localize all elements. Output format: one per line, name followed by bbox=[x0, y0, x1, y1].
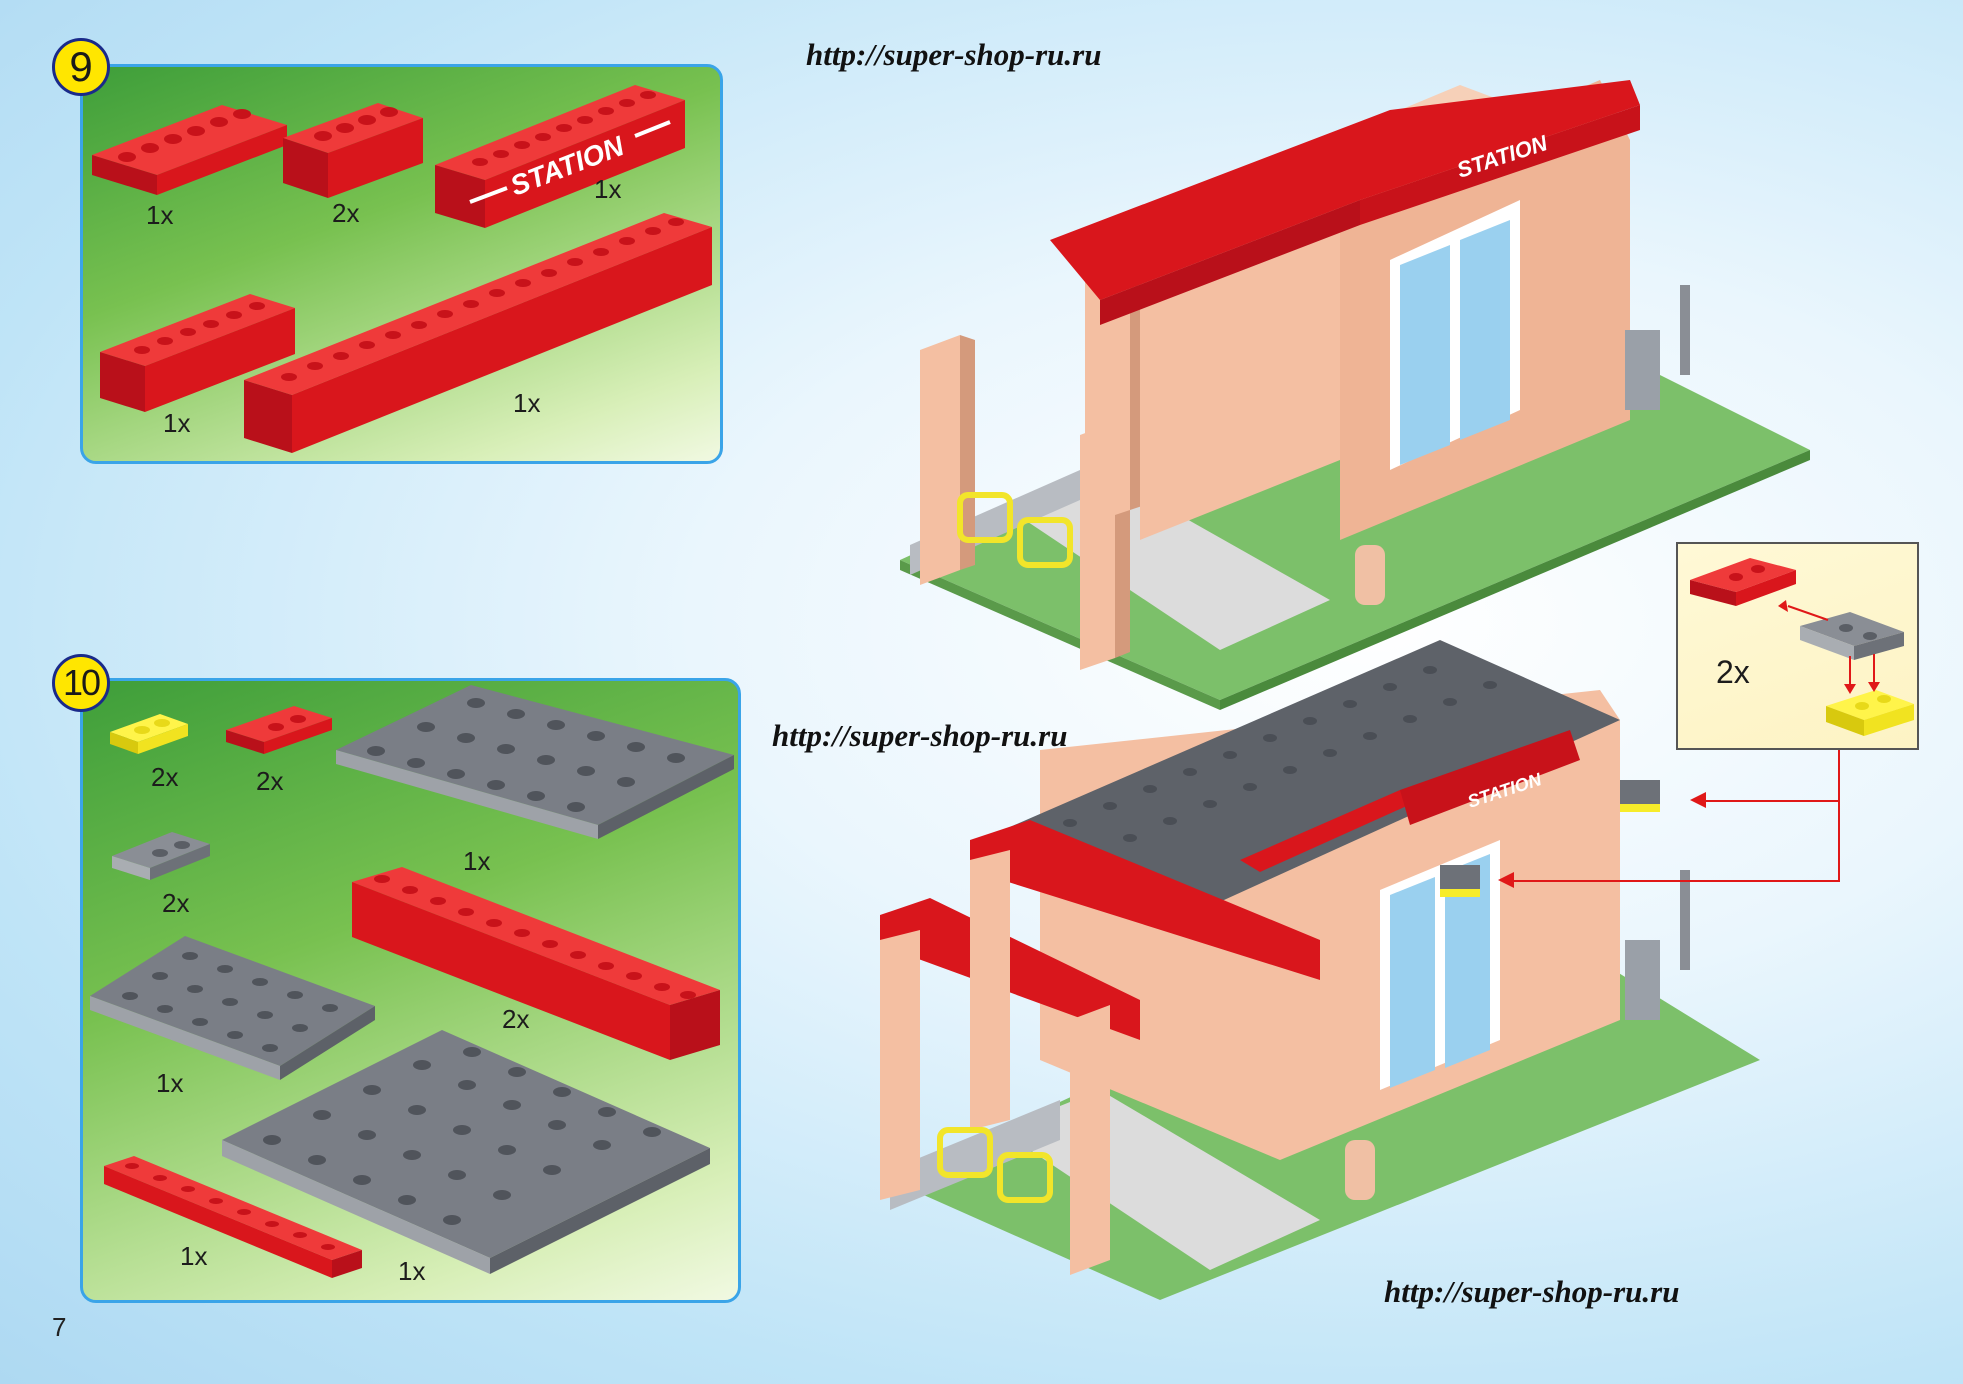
watermark-url: http://super-shop-ru.ru bbox=[806, 37, 1102, 72]
qty-label: 1x bbox=[463, 846, 491, 876]
qty-label: 2x bbox=[332, 198, 360, 228]
red-brick-1x6-lower bbox=[100, 294, 295, 412]
qty-label: 1x bbox=[594, 174, 622, 204]
step-number-badge-10: 10 bbox=[52, 654, 110, 712]
qty-label: 1x bbox=[513, 388, 541, 418]
gray-hinge-plate-1x2 bbox=[112, 832, 210, 880]
qty-label: 1x bbox=[398, 1256, 426, 1286]
qty-label: 2x bbox=[151, 762, 179, 792]
red-brick-1x6 bbox=[92, 105, 287, 195]
hinge-assembly-inset: 2x bbox=[1676, 542, 1919, 750]
qty-label: 2x bbox=[162, 888, 190, 918]
callout-arrow-line bbox=[1510, 880, 1840, 882]
watermark-url: http://super-shop-ru.ru bbox=[1384, 1274, 1680, 1309]
inset-assembly-arrows bbox=[1778, 600, 1880, 694]
callout-arrowhead bbox=[1498, 872, 1514, 888]
watermark-url: http://super-shop-ru.ru bbox=[772, 718, 1068, 753]
inset-red-hinge-plate bbox=[1690, 558, 1796, 606]
red-brick-1x16 bbox=[244, 213, 712, 453]
station-model-step-10: STATION bbox=[880, 640, 1760, 1300]
step-number-badge-9: 9 bbox=[52, 38, 110, 96]
qty-label: 1x bbox=[163, 408, 191, 438]
page-number: 7 bbox=[52, 1312, 67, 1342]
qty-label: 2x bbox=[256, 766, 284, 796]
callout-arrow-line bbox=[1838, 750, 1840, 880]
inset-qty-label: 2x bbox=[1716, 654, 1750, 690]
gray-plate-6x8 bbox=[90, 936, 375, 1080]
red-brick-1x12 bbox=[352, 867, 720, 1060]
red-hinge-plate-1x2 bbox=[226, 706, 332, 754]
yellow-plate-1x2 bbox=[110, 714, 188, 754]
qty-label: 2x bbox=[502, 1004, 530, 1034]
gray-plate-10x10 bbox=[222, 1030, 710, 1274]
callout-arrowhead bbox=[1690, 792, 1706, 808]
station-model-step-9: STATION bbox=[900, 80, 1810, 710]
inset-gray-hinge-plate bbox=[1800, 612, 1904, 660]
red-brick-1x4 bbox=[283, 103, 423, 198]
red-plate-1x8 bbox=[104, 1156, 362, 1278]
red-station-sign-brick: STATION bbox=[435, 85, 685, 228]
callout-arrow-line bbox=[1700, 800, 1840, 802]
qty-label: 1x bbox=[146, 200, 174, 230]
qty-label: 1x bbox=[156, 1068, 184, 1098]
gray-plate-large bbox=[336, 685, 734, 839]
inset-yellow-plate bbox=[1826, 690, 1914, 736]
qty-label: 1x bbox=[180, 1241, 208, 1271]
